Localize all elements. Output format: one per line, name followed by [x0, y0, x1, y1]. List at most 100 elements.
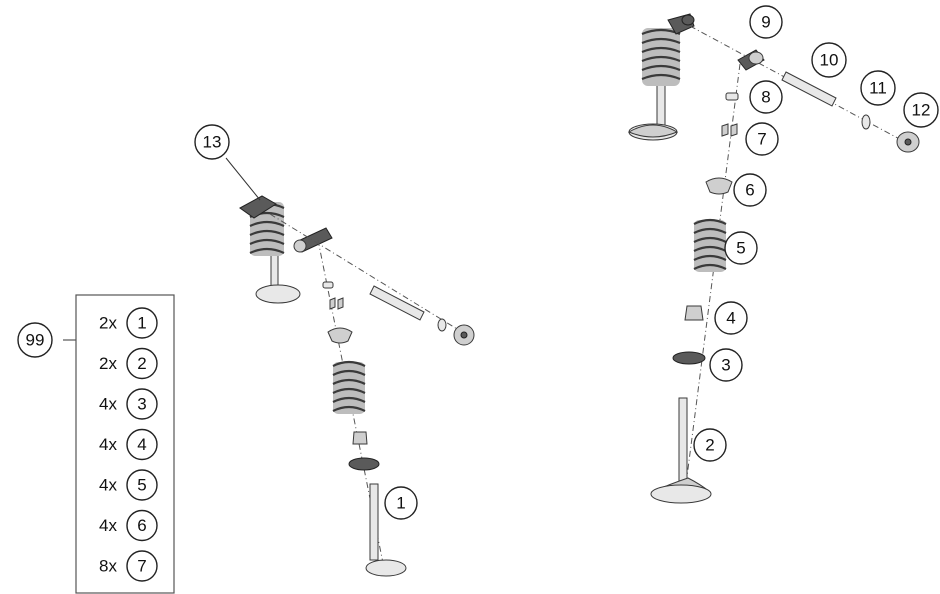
center-valve [365, 483, 407, 577]
callout-circle [860, 70, 896, 106]
callout-5: 5 [724, 231, 758, 265]
center-retainer [327, 327, 353, 344]
right-retainer [705, 177, 733, 195]
kit-rows: 2x 1 2x 2 4x 3 4x 4 4x 5 4x 6 8x 7 [99, 307, 158, 582]
kit-row: 2x 1 [99, 307, 158, 339]
kit-row: 8x 7 [99, 550, 158, 582]
kit-row-qty: 2x [99, 354, 117, 373]
kit-row-part: 6 [137, 516, 146, 535]
kit-row: 4x 3 [99, 388, 158, 420]
right-rocker-arm [737, 49, 765, 71]
callout-number: 8 [761, 88, 770, 107]
kit-row-qty: 4x [99, 476, 117, 495]
callout-number: 9 [761, 13, 770, 32]
kit-row-qty: 4x [99, 395, 117, 414]
right-valve [650, 397, 712, 504]
kit-callout: 99 [17, 322, 53, 358]
kit-row-part-callout: 7 [126, 550, 158, 582]
kit-row-part-callout: 6 [126, 509, 158, 542]
kit-row: 4x 5 [99, 469, 158, 501]
kit-row-part-callout: 5 [126, 469, 158, 501]
callout-number: 13 [203, 133, 222, 152]
callout-circle [194, 124, 230, 160]
callout-number: 12 [912, 101, 931, 120]
callout-circle [724, 231, 758, 265]
right-assembly [627, 13, 920, 504]
center-part-8 [322, 281, 334, 289]
kit-row-qty: 8x [99, 557, 117, 576]
callout-number: 3 [721, 356, 730, 375]
center-assembly [239, 195, 475, 577]
kit-row-part: 3 [137, 395, 146, 414]
kit-row: 4x 4 [99, 428, 158, 461]
callout-3: 3 [709, 348, 743, 382]
kit-row-part-callout: 2 [126, 347, 158, 380]
kit-row-part: 7 [137, 557, 146, 576]
callout-number: 1 [396, 494, 405, 513]
callout-11: 11 [860, 70, 896, 106]
callout-number: 10 [820, 51, 839, 70]
kit-row-part-callout: 3 [126, 388, 158, 420]
kit-box [75, 294, 175, 594]
callout-circle [811, 42, 847, 78]
callout-number: 11 [869, 79, 887, 98]
shaft-washer [861, 114, 871, 130]
center-rocker-arm [293, 227, 333, 253]
kit-row-part: 4 [137, 435, 146, 454]
kit-row-qty: 2x [99, 314, 117, 333]
center-keepers [329, 297, 344, 310]
callout-number: 4 [726, 309, 735, 328]
callout-10: 10 [811, 42, 847, 78]
right-part-8 [725, 92, 739, 101]
callout-circle [745, 122, 779, 156]
callout-number: 6 [745, 181, 754, 200]
callout-number: 7 [757, 130, 766, 149]
callout-circle [714, 301, 748, 335]
right-valve-axis [683, 63, 741, 501]
kit-row-part-callout: 1 [126, 307, 158, 339]
callout-circle [749, 80, 783, 114]
shaft-plug [896, 131, 920, 153]
callout-8: 8 [749, 80, 783, 114]
callout-4: 4 [714, 301, 748, 335]
center-washer [437, 318, 447, 332]
center-valve-spring [332, 360, 366, 414]
right-valve-spring [693, 218, 727, 272]
kit-row-part: 5 [137, 476, 146, 495]
kit-row-qty: 4x [99, 516, 117, 535]
callout-circle [903, 92, 939, 128]
rocker-shaft [781, 71, 837, 107]
callout-1: 1 [384, 486, 418, 520]
center-back-valve [239, 195, 301, 304]
right-stem-seal [684, 305, 704, 321]
callout-2: 2 [693, 428, 727, 462]
callout-circle [384, 486, 418, 520]
center-stem-seal [352, 431, 368, 445]
callout-circle [693, 428, 727, 462]
kit-label: 99 [26, 331, 45, 350]
leader-lines [63, 157, 261, 341]
callout-13: 13 [194, 124, 230, 160]
center-spring-seat [348, 457, 380, 471]
kit-row: 4x 6 [99, 509, 158, 542]
callout-circle [749, 5, 783, 39]
callout-number: 5 [736, 239, 745, 258]
callout-6: 6 [733, 173, 767, 207]
kit-row-part: 2 [137, 354, 146, 373]
right-keepers [721, 123, 738, 137]
callout-circle [733, 173, 767, 207]
callout-12: 12 [903, 92, 939, 128]
kit-row: 2x 2 [99, 347, 158, 380]
right-spring-seat [672, 351, 706, 365]
center-shaft [369, 285, 425, 321]
kit-row-part: 1 [137, 314, 146, 333]
right-back-valve [627, 13, 695, 141]
callout-9: 9 [749, 5, 783, 39]
center-rocker-axis [269, 213, 463, 333]
kit-row-part-callout: 4 [126, 428, 158, 461]
callout-number: 2 [705, 436, 714, 455]
kit-row-qty: 4x [99, 435, 117, 454]
callout-7: 7 [745, 122, 779, 156]
